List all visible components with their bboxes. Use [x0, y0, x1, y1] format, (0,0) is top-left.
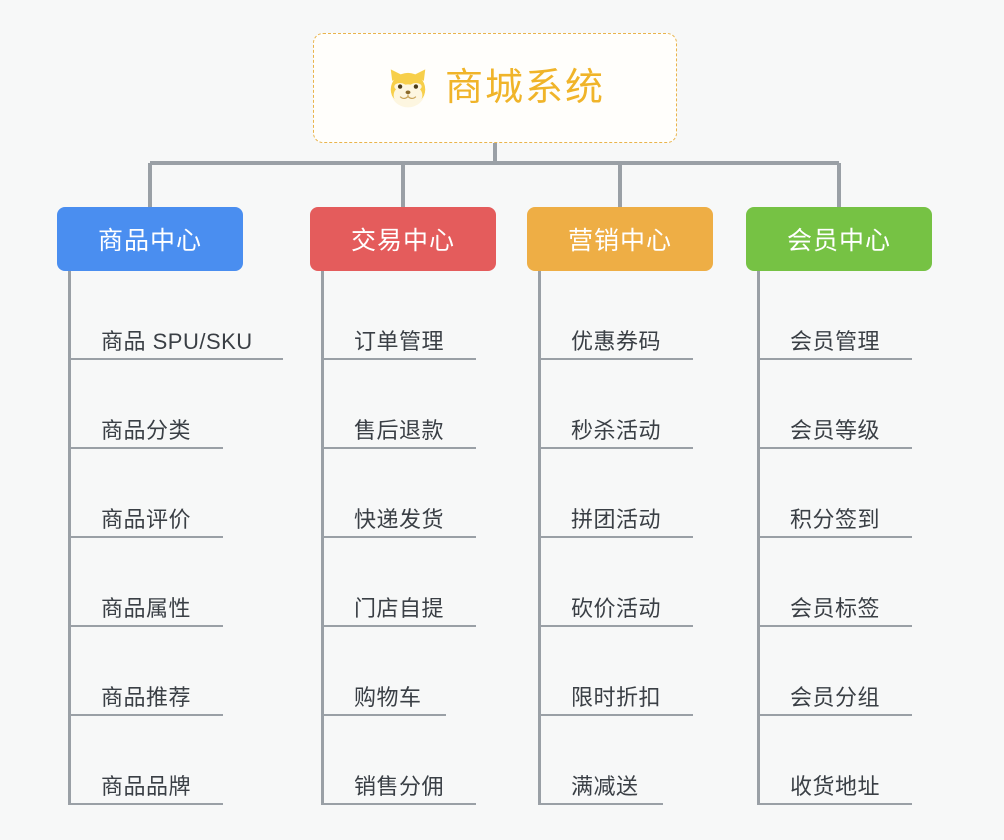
leaf-label: 购物车 — [354, 684, 422, 710]
leaf-item[interactable]: 会员标签 — [746, 538, 932, 627]
branch-column-3: 会员中心 会员管理 会员等级 积分签到 会员标签 会员分组 收货地址 — [746, 207, 932, 805]
leaf-list-2: 优惠券码 秒杀活动 拼团活动 砍价活动 限时折扣 满减送 — [527, 271, 713, 805]
root-node-mall-system[interactable]: 商城系统 — [313, 33, 677, 143]
leaf-label: 商品属性 — [101, 595, 192, 621]
leaf-item[interactable]: 商品分类 — [57, 360, 243, 449]
leaf-list-1: 订单管理 售后退款 快递发货 门店自提 购物车 销售分佣 — [310, 271, 496, 805]
branch-column-0: 商品中心 商品 SPU/SKU 商品分类 商品评价 商品属性 商品推荐 商品品牌 — [57, 207, 283, 805]
leaf-list-0: 商品 SPU/SKU 商品分类 商品评价 商品属性 商品推荐 商品品牌 — [57, 271, 283, 805]
shiba-dog-icon — [390, 69, 426, 108]
leaf-label: 拼团活动 — [571, 506, 662, 532]
leaf-item[interactable]: 商品推荐 — [57, 627, 243, 716]
leaf-label: 秒杀活动 — [571, 417, 662, 443]
leaf-label: 门店自提 — [354, 595, 445, 621]
leaf-label: 售后退款 — [354, 417, 445, 443]
leaf-label: 砍价活动 — [571, 595, 662, 621]
category-box-2[interactable]: 营销中心 — [527, 207, 713, 271]
leaf-item[interactable]: 快递发货 — [310, 449, 496, 538]
branch-column-1: 交易中心 订单管理 售后退款 快递发货 门店自提 购物车 销售分佣 — [310, 207, 496, 805]
leaf-label: 满减送 — [571, 773, 639, 799]
leaf-item[interactable]: 订单管理 — [310, 271, 496, 360]
leaf-item[interactable]: 秒杀活动 — [527, 360, 713, 449]
leaf-item[interactable]: 会员等级 — [746, 360, 932, 449]
leaf-item[interactable]: 商品评价 — [57, 449, 243, 538]
leaf-item[interactable]: 售后退款 — [310, 360, 496, 449]
leaf-label: 商品分类 — [101, 417, 192, 443]
leaf-item[interactable]: 拼团活动 — [527, 449, 713, 538]
branch-spine-1 — [321, 271, 324, 805]
category-label-2: 营销中心 — [567, 227, 672, 255]
leaf-label: 商品评价 — [101, 506, 192, 532]
leaf-label: 会员标签 — [790, 595, 881, 621]
leaf-item[interactable]: 商品 SPU/SKU — [57, 271, 283, 360]
leaf-label: 优惠券码 — [571, 328, 662, 354]
leaf-list-3: 会员管理 会员等级 积分签到 会员标签 会员分组 收货地址 — [746, 271, 932, 805]
leaf-label: 商品 SPU/SKU — [101, 328, 253, 354]
leaf-item[interactable]: 会员管理 — [746, 271, 932, 360]
leaf-item[interactable]: 收货地址 — [746, 716, 932, 805]
leaf-item[interactable]: 砍价活动 — [527, 538, 713, 627]
leaf-item[interactable]: 优惠券码 — [527, 271, 713, 360]
leaf-item[interactable]: 限时折扣 — [527, 627, 713, 716]
leaf-label: 商品推荐 — [101, 684, 192, 710]
leaf-item[interactable]: 销售分佣 — [310, 716, 496, 805]
leaf-label: 积分签到 — [790, 506, 881, 532]
category-box-0[interactable]: 商品中心 — [57, 207, 243, 271]
branch-column-2: 营销中心 优惠券码 秒杀活动 拼团活动 砍价活动 限时折扣 满减送 — [527, 207, 713, 805]
leaf-label: 会员管理 — [790, 328, 881, 354]
leaf-label: 销售分佣 — [354, 773, 445, 799]
category-label-1: 交易中心 — [350, 227, 455, 255]
category-label-3: 会员中心 — [786, 227, 891, 255]
leaf-label: 快递发货 — [354, 506, 445, 532]
leaf-label: 商品品牌 — [101, 773, 192, 799]
leaf-label: 收货地址 — [790, 773, 881, 799]
leaf-label: 限时折扣 — [571, 684, 662, 710]
leaf-label: 会员分组 — [790, 684, 881, 710]
leaf-label: 会员等级 — [790, 417, 881, 443]
leaf-item[interactable]: 商品属性 — [57, 538, 243, 627]
leaf-label: 订单管理 — [354, 328, 445, 354]
leaf-item[interactable]: 满减送 — [527, 716, 713, 805]
branch-spine-0 — [68, 271, 71, 805]
leaf-item[interactable]: 积分签到 — [746, 449, 932, 538]
category-label-0: 商品中心 — [97, 227, 202, 255]
branch-spine-2 — [538, 271, 541, 805]
leaf-item[interactable]: 商品品牌 — [57, 716, 243, 805]
root-node-label: 商城系统 — [444, 67, 605, 109]
leaf-item[interactable]: 会员分组 — [746, 627, 932, 716]
category-box-3[interactable]: 会员中心 — [746, 207, 932, 271]
leaf-item[interactable]: 门店自提 — [310, 538, 496, 627]
leaf-item[interactable]: 购物车 — [310, 627, 496, 716]
category-box-1[interactable]: 交易中心 — [310, 207, 496, 271]
branch-spine-3 — [757, 271, 760, 805]
